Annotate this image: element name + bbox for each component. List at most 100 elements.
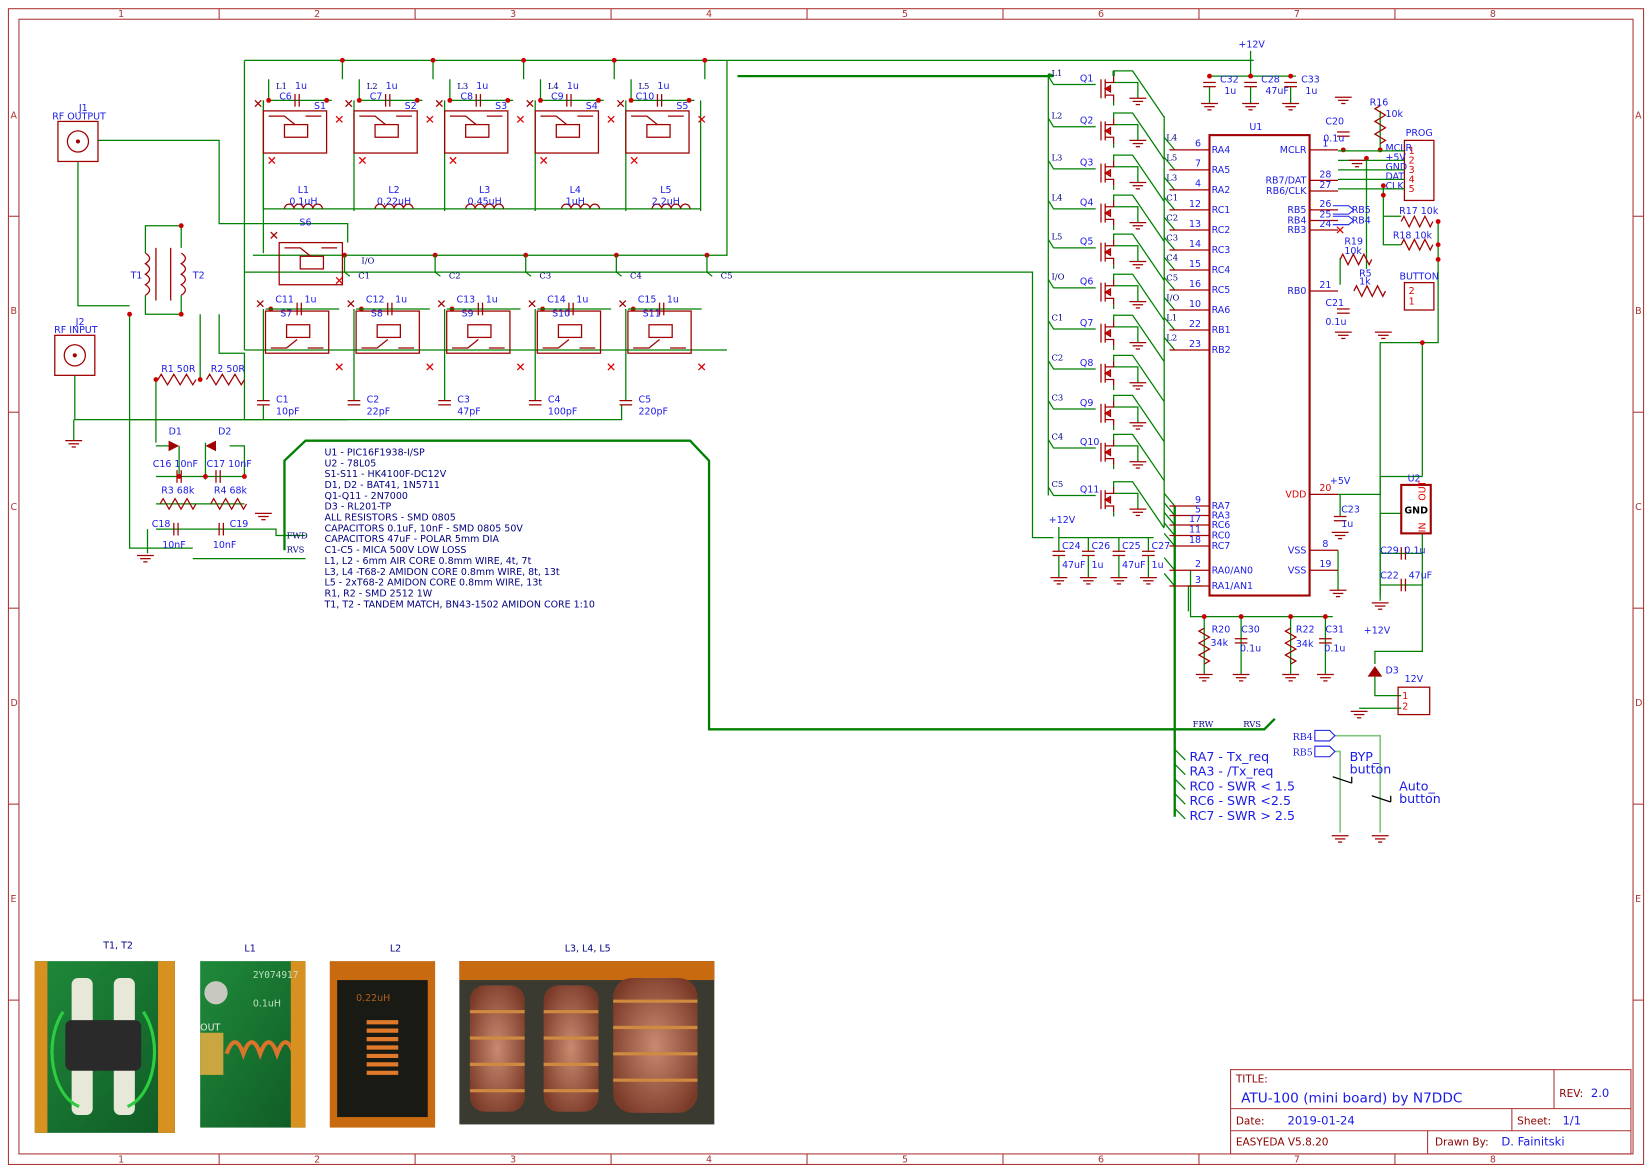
note-line: ALL RESISTORS - SMD 0805 — [325, 513, 456, 524]
transistor-net-label: L5 — [1051, 231, 1062, 241]
pin-name: VDD — [1285, 490, 1306, 501]
grid-row-label: D — [1635, 698, 1642, 709]
relay-ref: S7 — [280, 308, 292, 319]
relay-contact — [284, 247, 338, 257]
transistor-net-label: L2 — [1051, 110, 1062, 120]
transistor-net-label: C1 — [1051, 313, 1063, 323]
resistor-symbol — [1373, 105, 1387, 145]
pin-number: 27 — [1319, 180, 1331, 191]
relay-coil — [646, 123, 671, 138]
relay — [345, 99, 418, 154]
legend-wire — [1174, 807, 1186, 820]
relay-coil — [467, 324, 492, 339]
transistor-q6: Q6I/O — [1051, 271, 1147, 309]
header-pin-number: 1 — [1402, 691, 1408, 702]
capacitor-ref: C20 — [1325, 117, 1344, 128]
capacitor-value: 220pF — [638, 406, 668, 417]
resistor-value: 10k — [1385, 109, 1403, 120]
signal-legend-item: RC0 - SWR < 1.5 — [1189, 778, 1295, 793]
resistor-symbol — [159, 497, 197, 511]
pushbutton-symbol — [1332, 776, 1392, 803]
wire — [1163, 196, 1176, 211]
capacitor-ref: C29 — [1380, 545, 1399, 556]
junction-dot — [1364, 155, 1369, 161]
port-symbol — [1314, 729, 1336, 758]
wire — [443, 255, 532, 401]
no-connect-mark — [698, 115, 706, 123]
wire — [244, 271, 1054, 539]
pin-number: 4 — [1195, 179, 1201, 190]
wire — [1163, 573, 1176, 587]
capacitor-ref: C21 — [1325, 298, 1344, 309]
wire — [1047, 194, 1165, 242]
wire — [1163, 216, 1176, 231]
junction-dot — [1288, 73, 1294, 79]
connector-ref: J1 — [78, 103, 88, 114]
junction-dot — [266, 97, 272, 103]
port-label: RB5 — [1293, 748, 1313, 759]
inductor-ref: L2 — [388, 185, 399, 196]
relay-net-label: L4 — [548, 81, 559, 91]
capacitor-label: C25 — [1122, 541, 1141, 552]
note-line: L3, L4 -T68-2 AMIDON CORE 0.8mm WIRE, 8t… — [325, 567, 560, 578]
resistor-label: R18 10k — [1393, 230, 1433, 241]
capacitor-value: 1u — [567, 81, 579, 92]
regulator-pin-gnd: GND — [1404, 505, 1428, 516]
relay-coil — [374, 123, 399, 138]
note-line: L1, L2 - 6mm AIR CORE 0.8mm WIRE, 4t, 7t — [325, 556, 532, 567]
net-label-fwd: FWD — [287, 531, 308, 541]
pin-name: RC4 — [1212, 265, 1231, 276]
junction-dot — [1106, 497, 1111, 502]
resistor-value: 1k — [1359, 277, 1371, 288]
no-connect-mark — [347, 300, 355, 308]
wire — [1047, 233, 1165, 281]
pin-name: RC1 — [1212, 205, 1231, 216]
wire — [1163, 492, 1176, 507]
photos: T1, T2 L1 2Y074917 0.1uH OUT L2 0.22uH — [34, 940, 715, 1133]
capacitor-value: 10nF — [162, 540, 186, 551]
relay-coil — [285, 324, 311, 339]
capacitor-label: C19 — [230, 519, 249, 530]
photo-label: L2 — [390, 944, 401, 955]
header-pin-name: DAT — [1385, 171, 1404, 182]
relay-ref: S9 — [461, 308, 473, 319]
capacitor-label: C8 — [460, 91, 473, 102]
capacitor-value: 1u — [386, 81, 398, 92]
pin-name: RA5 — [1212, 165, 1231, 176]
diode-label: D3 — [1385, 666, 1398, 677]
resistor-value: 34k — [1296, 639, 1314, 650]
relay-coil — [555, 123, 581, 138]
note-line: L5 - 2xT68-2 AMIDON CORE 0.8mm WIRE, 13t — [325, 578, 543, 589]
resistor-symbol — [1339, 252, 1373, 267]
relay-coil — [376, 324, 401, 339]
grid-column-label: 7 — [1294, 1154, 1300, 1165]
capacitor-value: 47pF — [457, 406, 481, 417]
resistor-value: 10k — [1344, 246, 1362, 257]
title-block: TITLE: ATU-100 (mini board) by N7DDC REV… — [1230, 1069, 1632, 1155]
net-label-rvs: RVS — [287, 544, 305, 554]
photo-text: OUT — [200, 1023, 220, 1034]
pin-net-label: C4 — [1166, 253, 1178, 263]
note-line: C1-C5 - MICA 500V LOW LOSS — [325, 545, 467, 556]
wire — [128, 225, 246, 549]
junction-dot — [1106, 86, 1111, 91]
capacitor-value: 1u — [657, 81, 669, 92]
no-connect-mark — [607, 115, 615, 123]
pin-name: RA3 — [1212, 511, 1231, 522]
capacitor-value: 1u — [667, 295, 679, 306]
capacitor-label: C13 — [456, 295, 475, 306]
grid-column-label: 3 — [510, 1154, 516, 1165]
port-label: RB4 — [1352, 216, 1371, 227]
wire — [625, 60, 706, 211]
pin-net-label: L3 — [1166, 172, 1177, 182]
no-connect-mark — [345, 99, 353, 108]
pin-number: 28 — [1319, 169, 1331, 180]
wire — [534, 255, 623, 401]
relay-ref: S11 — [643, 308, 661, 319]
note-line: D3 - RL201-TP — [325, 502, 392, 513]
no-connect-mark — [435, 99, 443, 108]
